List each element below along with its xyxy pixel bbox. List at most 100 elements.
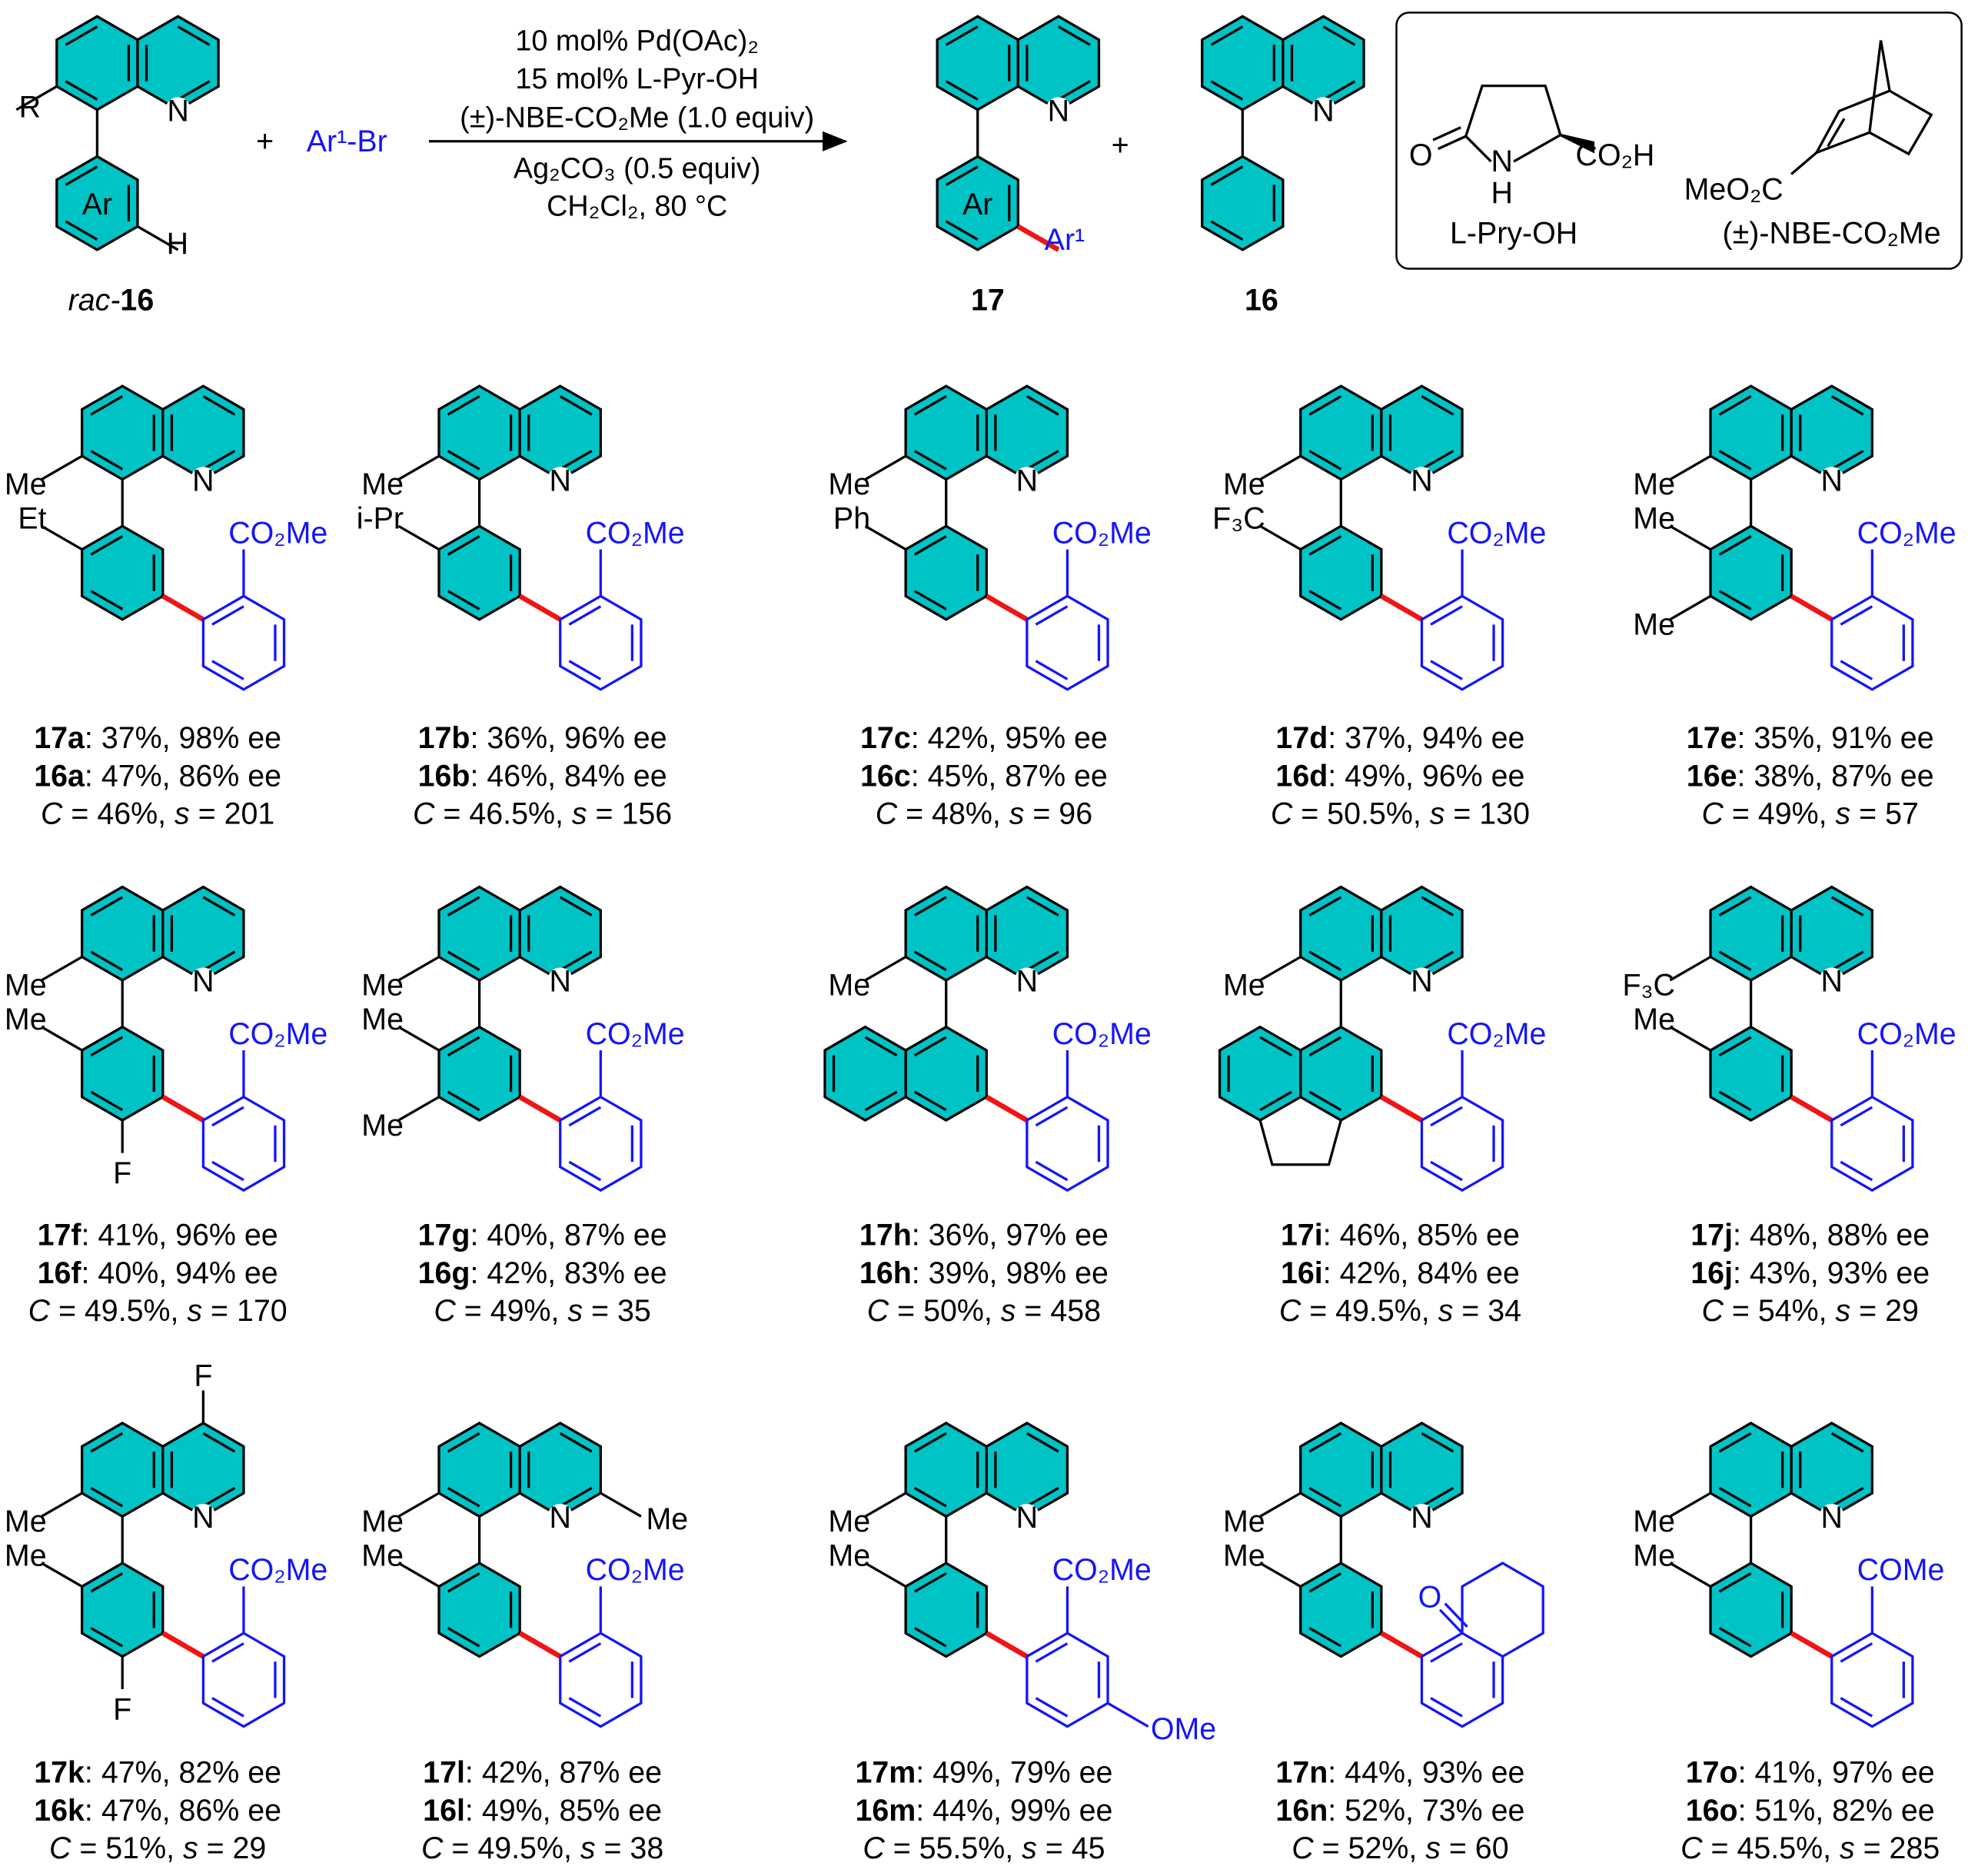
aromatic-double-bond [447,1486,480,1508]
aromatic-double-bond [90,590,124,610]
quinoline-benzo-ring [1201,15,1285,111]
phenyl-ring [1201,155,1285,251]
aromatic-double-bond [65,165,98,186]
conversion-selectivity-line: C = 48%, s = 96 [876,797,1092,830]
aromatic-double-bond [1718,1432,1752,1453]
n-atom-label: N [1821,464,1843,497]
product-yield-ee: : 46%, 85% ee [1323,1219,1520,1252]
product-yield-ee: : 41%, 96% ee [81,1219,278,1252]
tetralone-ring [1461,1562,1544,1658]
aromatic-double-bond [1058,80,1091,101]
conversion-symbol: C [434,1294,456,1328]
quinoline-substituent-label: Me [5,1505,47,1538]
bond [864,956,906,982]
reagent-box-frame [1395,12,1963,270]
aromatic-double-bond [913,1432,947,1453]
n-atom-label: N [1312,95,1334,128]
aromatic-double-bond [913,450,947,471]
aromatic-double-bond [1026,896,1059,916]
aromatic-double-bond [1718,535,1752,556]
product-result-line: 17o: 41%, 97% ee [1686,1756,1935,1790]
conversion-selectivity-line: C = 54%, s = 29 [1702,1294,1919,1328]
recovered-result-line: 16m: 44%, 99% ee [855,1794,1112,1828]
conversion-value: = 46%, [62,797,175,830]
new-c-c-bond [1790,1094,1833,1123]
aryl-ortho-substituent-label: Me [5,1538,47,1572]
selectivity-value: = 130 [1444,797,1530,830]
n-atom-label: N [1048,95,1069,128]
quinoline-substituent-label: Me [1633,1505,1675,1538]
aromatic-double-bond [1718,1036,1752,1057]
conversion-selectivity-line: C = 49%, s = 57 [1702,797,1919,830]
introduced-aryl-ring [1420,1095,1504,1192]
ortho-acyl-label: CO₂Me [1052,1017,1152,1051]
l-pyr-oh-structure [1432,84,1595,163]
aryl-ring [1299,1562,1383,1658]
ortho-acyl-label: CO₂Me [1447,516,1546,550]
conversion-selectivity-line: C = 49.5%, s = 170 [28,1294,288,1328]
quinoline-benzo-ring [904,885,988,982]
aromatic-double-bond [447,1572,480,1593]
condition-solvent-temp: CH₂Cl₂, 80 °C [547,190,727,222]
aromatic-double-bond [1421,1432,1454,1453]
aryl-ring [1299,524,1383,621]
recovered-yield-ee: : 52%, 73% ee [1328,1794,1524,1828]
aromatic-double-bond [1421,1486,1454,1508]
quinoline-substituent-label: Me [828,1505,870,1538]
recovered-id: 16b [418,759,470,793]
quinoline-benzo-ring [1299,1422,1383,1518]
aryl-ring [80,524,165,621]
new-c-c-bond [985,1631,1029,1659]
conversion-symbol: C [49,1831,71,1865]
aromatic-double-bond [447,1432,480,1453]
aromatic-double-bond [202,1486,236,1508]
ortho-acyl-label: CO₂Me [1857,516,1956,550]
aromatic-double-bond [1840,1160,1873,1182]
recovered-id: 16i [1281,1256,1323,1290]
pyr-o-label: O [1409,138,1433,172]
aromatic-double-bond [447,535,480,556]
substrate-structure: NAr [15,15,220,251]
conversion-selectivity-line: C = 52%, s = 60 [1292,1831,1508,1865]
introduced-aryl-ring [201,594,286,691]
aromatic-double-bond [1210,25,1244,46]
carbonyl-bond [1437,135,1467,151]
condition-catalyst: 10 mol% Pd(OAc)₂ [515,25,759,57]
reaction-header: NAr R H rac-16 + Ar¹-Br 10 mol% Pd(OAc)₂… [15,12,1963,318]
n-atom-label: N [1821,965,1843,999]
aromatic-double-bond [211,1106,244,1127]
bond [1669,594,1711,621]
bond [1259,1562,1301,1588]
ortho-acyl-label: COMe [1857,1553,1945,1587]
aromatic-double-bond [1308,896,1342,916]
ortho-acyl-label: CO₂Me [1052,1553,1152,1587]
selectivity-symbol: s [175,797,190,830]
aromatic-double-bond [1308,1486,1342,1508]
selectivity-symbol: s [1425,1831,1441,1865]
aromatic-double-bond [90,535,124,556]
aryl-ortho-substituent-label: Me [828,1538,870,1572]
aryl-ortho-substituent-label: Me [1633,1003,1675,1036]
aromatic-double-bond [568,1697,602,1718]
product-result-line: 17l: 42%, 87% ee [423,1756,662,1790]
product-yield-ee: : 42%, 87% ee [465,1756,662,1790]
recovered-yield-ee: : 42%, 83% ee [470,1256,667,1290]
product-result-line: 17k: 47%, 82% ee [34,1756,281,1790]
aromatic-double-bond [913,395,947,416]
aromatic-double-bond [1830,1432,1864,1453]
product-yield-ee: : 40%, 87% ee [470,1219,667,1252]
conversion-symbol: C [1702,1294,1724,1328]
recovered-yield-ee: : 47%, 86% ee [85,759,281,793]
selectivity-value: = 156 [587,797,673,830]
aromatic-double-bond [1430,660,1463,680]
aromatic-double-bond [1259,1036,1292,1057]
